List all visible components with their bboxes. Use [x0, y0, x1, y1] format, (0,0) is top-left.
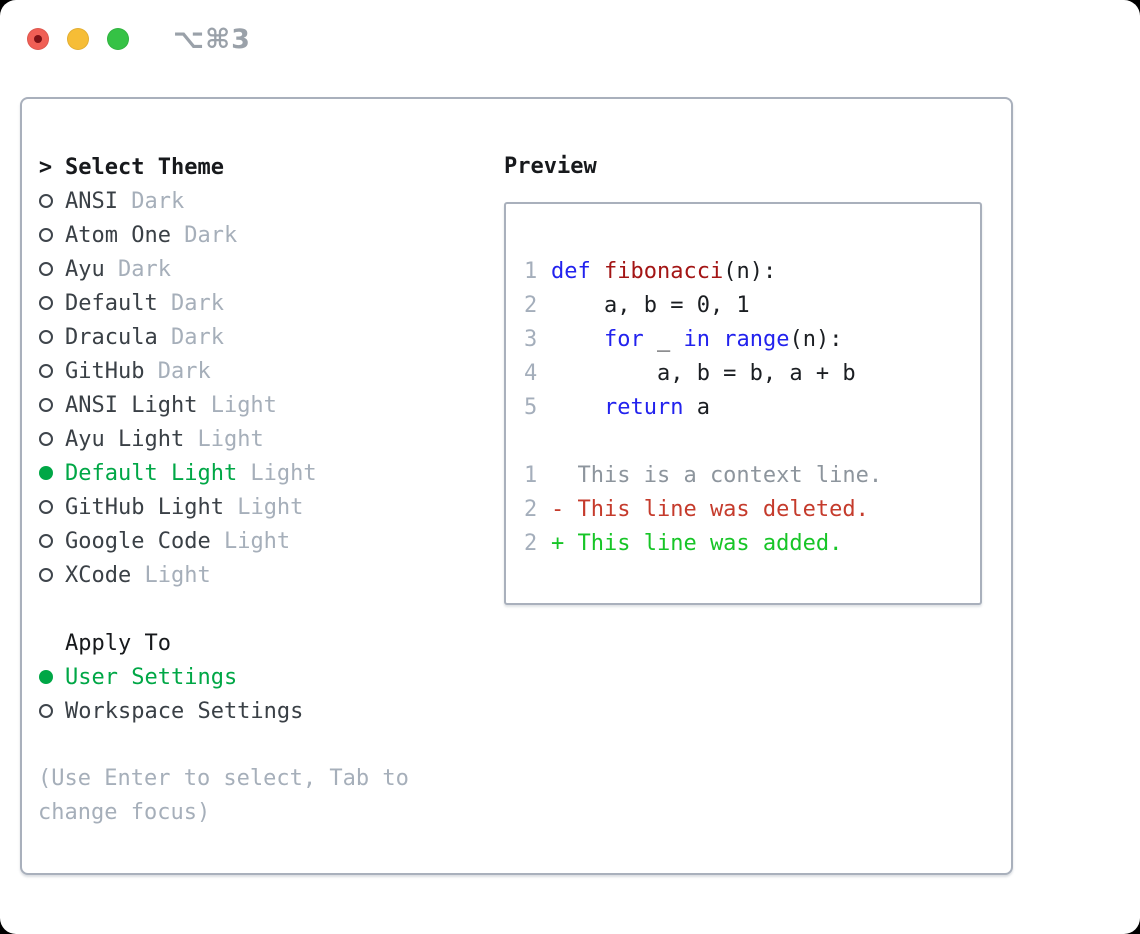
radio-icon: [38, 218, 53, 252]
spacer: [38, 592, 478, 626]
close-button-icon[interactable]: [27, 28, 49, 50]
minimize-button-icon[interactable]: [67, 28, 89, 50]
line-number: 1: [524, 258, 538, 284]
theme-name-label: Default: [65, 290, 158, 316]
line-number: 3: [524, 326, 538, 352]
line-number: 1: [524, 462, 538, 488]
select-theme-header: > Select Theme: [38, 150, 478, 184]
blank-line: [524, 424, 980, 458]
theme-variant-label: Dark: [104, 256, 171, 282]
marker-placeholder: [38, 626, 53, 660]
line-number: 2: [524, 292, 538, 318]
theme-option-default-light[interactable]: Default Light Light: [38, 456, 478, 490]
radio-icon: [38, 184, 53, 218]
theme-variant-label: Light: [237, 460, 317, 486]
theme-name-label: XCode: [65, 562, 132, 588]
window-shortcut-label: ⌥⌘3: [173, 23, 251, 55]
apply-option-label: User Settings: [65, 664, 238, 690]
theme-option-ayu-light[interactable]: Ayu Light Light: [38, 422, 478, 456]
radio-icon: [38, 252, 53, 286]
radio-icon: [38, 286, 53, 320]
line-number: 4: [524, 360, 538, 386]
radio-icon: [38, 422, 53, 456]
radio-icon: [38, 320, 53, 354]
radio-icon: [38, 558, 53, 592]
line-number: 5: [524, 394, 538, 420]
theme-variant-label: Dark: [170, 222, 238, 248]
theme-variant-label: Light: [210, 528, 291, 554]
theme-option-default[interactable]: Default Dark: [38, 286, 478, 320]
theme-variant-label: Dark: [144, 358, 211, 384]
theme-option-dracula[interactable]: Dracula Dark: [38, 320, 478, 354]
theme-option-ansi[interactable]: ANSI Dark: [38, 184, 478, 218]
theme-name-label: GitHub: [65, 358, 145, 384]
theme-variant-label: Light: [197, 392, 277, 418]
theme-option-github[interactable]: GitHub Dark: [38, 354, 478, 388]
selected-radio-icon: [38, 456, 53, 490]
select-theme-title: Select Theme: [65, 154, 224, 180]
apply-to-header: Apply To: [38, 626, 478, 660]
theme-name-label: Ayu: [65, 256, 105, 282]
theme-variant-label: Light: [131, 562, 211, 588]
theme-name-label: ANSI: [65, 188, 118, 214]
radio-icon: [38, 354, 53, 388]
apply-to-title: Apply To: [65, 630, 171, 656]
apply-option-user-settings[interactable]: User Settings: [38, 660, 478, 694]
theme-option-github-light[interactable]: GitHub Light Light: [38, 490, 478, 524]
diff-line: 1 This is a context line.: [524, 462, 883, 488]
code-line: 2 a, b = 0, 1: [524, 292, 750, 318]
theme-variant-label: Light: [223, 494, 304, 520]
radio-icon: [38, 388, 53, 422]
code-line: 3 for _ in range(n):: [524, 326, 843, 352]
diff-line: 2- This line was deleted.: [524, 496, 869, 522]
theme-option-ansi-light[interactable]: ANSI Light Light: [38, 388, 478, 422]
line-number: 2: [524, 496, 538, 522]
theme-option-atom-one[interactable]: Atom One Dark: [38, 218, 478, 252]
preview-title: Preview: [504, 154, 597, 179]
code-line: 4 a, b = b, a + b: [524, 360, 856, 386]
theme-name-label: Default Light: [65, 460, 238, 486]
apply-option-label: Workspace Settings: [65, 698, 304, 724]
theme-name-label: Atom One: [65, 222, 171, 248]
code-line: 5 return a: [524, 394, 710, 420]
selected-radio-icon: [38, 660, 53, 694]
theme-option-ayu[interactable]: Ayu Dark: [38, 252, 478, 286]
theme-variant-label: Dark: [117, 188, 185, 214]
apply-option-workspace-settings[interactable]: Workspace Settings: [38, 694, 478, 728]
radio-icon: [38, 490, 53, 524]
titlebar: ⌥⌘3: [27, 24, 251, 55]
theme-variant-label: Light: [184, 426, 264, 452]
theme-option-google-code[interactable]: Google Code Light: [38, 524, 478, 558]
theme-name-label: Google Code: [65, 528, 211, 554]
theme-name-label: ANSI Light: [65, 392, 198, 418]
radio-icon: [38, 694, 53, 728]
help-text: (Use Enter to select, Tab to change focu…: [38, 766, 409, 825]
diff-line: 2+ This line was added.: [524, 530, 843, 556]
theme-name-label: GitHub Light: [65, 494, 224, 520]
theme-variant-label: Dark: [157, 324, 224, 350]
theme-name-label: Dracula: [65, 324, 158, 350]
theme-variant-label: Dark: [157, 290, 224, 316]
radio-icon: [38, 524, 53, 558]
focus-caret-icon: >: [38, 154, 53, 180]
theme-name-label: Ayu Light: [65, 426, 185, 452]
theme-option-xcode[interactable]: XCode Light: [38, 558, 478, 592]
zoom-button-icon[interactable]: [107, 28, 129, 50]
line-number: 2: [524, 530, 538, 556]
